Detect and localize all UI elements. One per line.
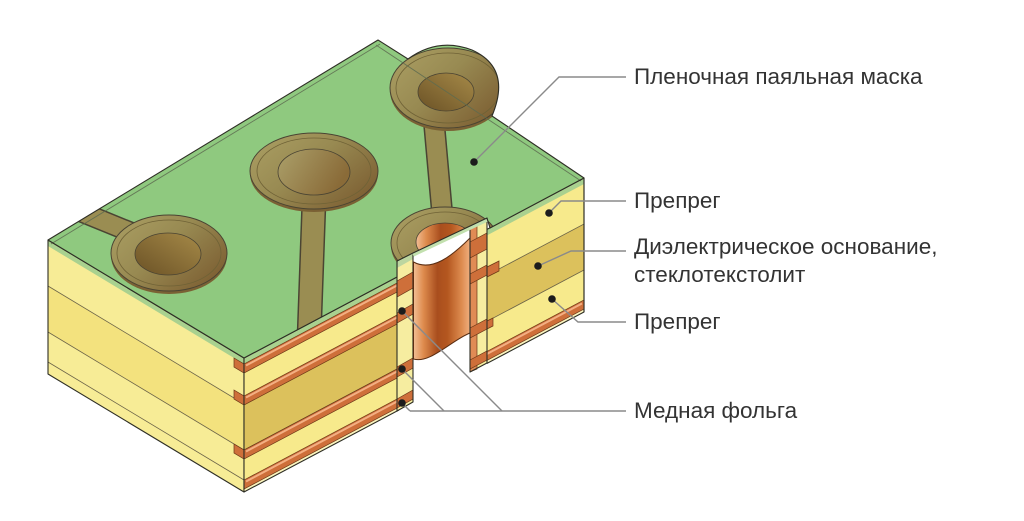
- leader-dot-solder-mask: [470, 158, 478, 166]
- pad-edge-cut: [389, 47, 507, 131]
- pad-upper-left: [110, 214, 228, 294]
- leader-copper-foil-2: [401, 368, 445, 412]
- label-dielectric-1: Диэлектрическое основание,: [634, 234, 937, 259]
- label-copper-foil: Медная фольга: [634, 398, 798, 423]
- label-prepreg-bottom: Препрег: [634, 309, 721, 334]
- leader-dot-copper-1: [398, 307, 406, 315]
- leader-prepreg-bottom: [551, 298, 626, 323]
- leader-dot-dielectric: [534, 262, 542, 270]
- pad-center: [249, 132, 379, 212]
- label-prepreg-top: Препрег: [634, 188, 721, 213]
- leader-dot-prepreg-bottom: [548, 295, 556, 303]
- label-dielectric-2: стеклотекстолит: [634, 262, 805, 287]
- leader-dot-copper-2: [398, 365, 406, 373]
- right-cut-wall: [469, 212, 488, 373]
- top-face: [47, 39, 585, 359]
- left-cut-wall: [396, 251, 414, 412]
- leader-copper-foil-1: [401, 310, 503, 412]
- copper-foil-bands: [243, 281, 400, 490]
- leader-dot-copper-3: [398, 399, 406, 407]
- leader-prepreg-top: [548, 200, 626, 214]
- leader-dot-prepreg-top: [545, 209, 553, 217]
- leader-lines: [398, 76, 626, 412]
- labels: Пленочная паяльная маска Препрег Диэлект…: [634, 64, 937, 423]
- leader-solder-mask: [473, 76, 626, 163]
- leader-dielectric: [537, 250, 626, 267]
- label-solder-mask: Пленочная паяльная маска: [634, 64, 923, 89]
- copper-corner-tabs: [233, 357, 245, 460]
